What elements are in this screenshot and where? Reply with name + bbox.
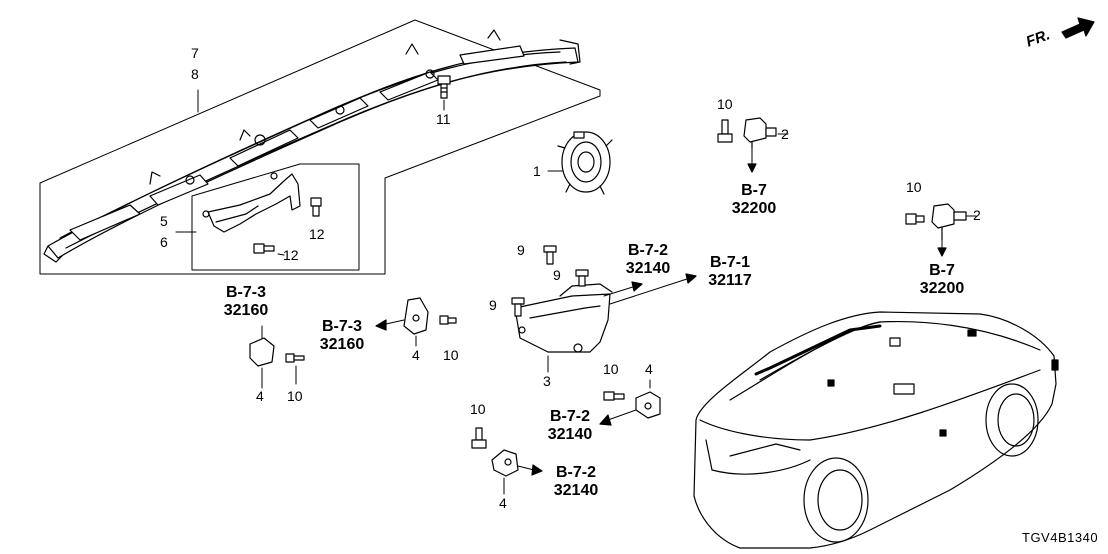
reference-code: 32117 bbox=[708, 272, 752, 289]
part-7-label: 7 bbox=[191, 45, 199, 61]
bolt-10-upper-right bbox=[717, 119, 733, 143]
sensor-4-bottom bbox=[491, 449, 519, 477]
reference-b7-2-bottom[interactable]: B-7-2 32140 bbox=[544, 464, 608, 500]
bolt-10-center bbox=[439, 315, 457, 325]
part-4-lower-right-label: 4 bbox=[645, 361, 653, 377]
part-10-lower-right-label: 10 bbox=[603, 361, 619, 377]
part-10-far-right-label: 10 bbox=[906, 179, 922, 195]
front-direction-arrow bbox=[1061, 17, 1095, 39]
part-1-label: 1 bbox=[533, 163, 541, 179]
reference-code: 32140 bbox=[553, 482, 599, 499]
part-4-center-label: 4 bbox=[412, 347, 420, 363]
bolt-12-upper bbox=[310, 197, 322, 217]
part-11-label: 11 bbox=[436, 111, 451, 127]
curtain-airbag bbox=[43, 29, 581, 263]
reference-code: 32160 bbox=[319, 336, 365, 353]
part-9-c-label: 9 bbox=[489, 297, 497, 313]
sensor-4-center bbox=[403, 297, 429, 335]
bolt-9-a bbox=[543, 245, 557, 265]
bracket-5-6 bbox=[202, 172, 301, 233]
reference-code: 32140 bbox=[625, 260, 671, 277]
srs-unit bbox=[514, 283, 613, 353]
reference-b7-lower[interactable]: B-7 32200 bbox=[912, 262, 972, 298]
part-8-label: 8 bbox=[191, 66, 199, 82]
part-12-upper-label: 12 bbox=[309, 226, 325, 242]
part-10-center-label: 10 bbox=[443, 347, 459, 363]
bolt-10-bottom bbox=[471, 427, 487, 449]
part-4-bottom-label: 4 bbox=[499, 495, 507, 511]
reference-section: B-7-1 bbox=[709, 254, 750, 271]
bolt-12-lower bbox=[253, 243, 275, 254]
reference-section: B-7-3 bbox=[225, 284, 266, 301]
sensor-4-left bbox=[249, 337, 275, 367]
reference-code: 32200 bbox=[919, 280, 965, 297]
sensor-4-lower-right bbox=[635, 391, 661, 419]
reference-b7-upper[interactable]: B-7 32200 bbox=[724, 182, 784, 218]
reference-section: B-7-2 bbox=[549, 408, 590, 425]
reference-b7-1-srs[interactable]: B-7-1 32117 bbox=[698, 254, 762, 290]
part-2-lower-label: 2 bbox=[973, 207, 981, 223]
part-2-upper-label: 2 bbox=[781, 126, 789, 142]
part-6-label: 6 bbox=[160, 234, 168, 250]
bolt-10-lower-right bbox=[603, 391, 625, 401]
part-9-b-label: 9 bbox=[553, 267, 561, 283]
clock-spring bbox=[557, 131, 613, 195]
bolt-9-b bbox=[575, 269, 589, 287]
reference-section: B-7-2 bbox=[627, 242, 668, 259]
reference-b7-2-srs[interactable]: B-7-2 32140 bbox=[616, 242, 680, 278]
reference-code: 32140 bbox=[547, 426, 593, 443]
reference-section: B-7-2 bbox=[555, 464, 596, 481]
reference-section: B-7 bbox=[929, 262, 955, 279]
part-3-label: 3 bbox=[543, 373, 551, 389]
part-12-lower-label: 12 bbox=[283, 247, 299, 263]
reference-section: B-7 bbox=[741, 182, 767, 199]
part-9-a-label: 9 bbox=[517, 242, 525, 258]
reference-b7-3-center[interactable]: B-7-3 32160 bbox=[310, 318, 374, 354]
part-5-label: 5 bbox=[160, 213, 168, 229]
part-10-left-label: 10 bbox=[287, 388, 303, 404]
bracket-group-box bbox=[191, 163, 360, 271]
reference-code: 32200 bbox=[731, 200, 777, 217]
reference-b7-3-left[interactable]: B-7-3 32160 bbox=[214, 284, 278, 320]
bolt-10-far-right bbox=[905, 213, 925, 225]
vehicle-outline bbox=[693, 311, 1059, 549]
part-4-left-label: 4 bbox=[256, 388, 264, 404]
curtain-airbag-group-box bbox=[39, 19, 601, 275]
reference-section: B-7-3 bbox=[321, 318, 362, 335]
diagram-code: TGV4B1340 bbox=[1022, 530, 1099, 545]
sensor-2-upper bbox=[743, 117, 777, 149]
bolt-9-c bbox=[511, 297, 525, 317]
bolt-10-left bbox=[285, 353, 305, 363]
reference-b7-2-lower-right[interactable]: B-7-2 32140 bbox=[538, 408, 602, 444]
sensor-2-lower bbox=[931, 203, 967, 241]
reference-code: 32160 bbox=[223, 302, 269, 319]
part-10-bottom-label: 10 bbox=[470, 401, 486, 417]
part-10-upper-right-label: 10 bbox=[717, 96, 733, 112]
bolt-11 bbox=[437, 75, 451, 99]
